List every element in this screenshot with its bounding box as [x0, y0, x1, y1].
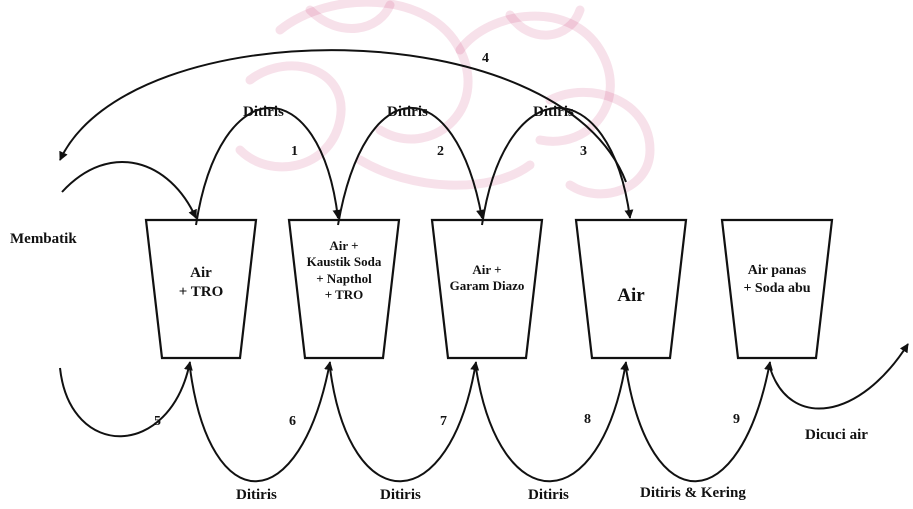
bath-2-label: Air + Kaustik Soda + Napthol + TRO: [306, 238, 382, 302]
arrow-8: [475, 361, 630, 483]
arrow-6: [189, 361, 333, 483]
step-number-4: 4: [482, 51, 489, 66]
arrow-5: [59, 361, 193, 438]
arrow-7: [329, 361, 480, 483]
top-label-3: Ditiris: [533, 104, 574, 120]
arrow-membatik-to-bath-1: [61, 160, 197, 219]
bottom-label-2: Ditiris: [380, 487, 421, 503]
arrow-2: [337, 106, 485, 226]
bath-5-label: Air panas + Soda abu: [743, 263, 811, 296]
step-number-8: 8: [584, 412, 591, 427]
step-number-5: 5: [154, 414, 161, 429]
bath-3-label: Air + Garam Diazo: [449, 262, 525, 294]
step-number-1: 1: [291, 144, 298, 159]
step-number-3: 3: [580, 144, 587, 159]
bath-1-container: [144, 218, 258, 360]
step-number-2: 2: [437, 144, 444, 159]
step-number-6: 6: [289, 414, 296, 429]
arrow-1: [195, 107, 342, 226]
bath-4-container: [574, 218, 688, 360]
arrow-4: [59, 49, 627, 183]
end-label-dicuci-air: Dicuci air: [805, 427, 868, 443]
start-label-membatik: Membatik: [10, 231, 77, 247]
bath-1-label: Air + TRO: [178, 265, 224, 300]
bath-3-container: [430, 218, 544, 360]
watermark-ornament: [235, 0, 655, 199]
bath-5-container: [720, 218, 834, 360]
bath-2-container: [287, 218, 401, 360]
arrow-3: [481, 107, 634, 226]
bottom-label-1: Ditiris: [236, 487, 277, 503]
bottom-label-3: Ditiris: [528, 487, 569, 503]
bottom-label-4: Ditiris & Kering: [640, 485, 746, 501]
top-label-1: Ditiris: [243, 104, 284, 120]
bath-4-label: Air: [617, 285, 645, 306]
step-number-9: 9: [733, 412, 740, 427]
arrow-to-dicuci: [769, 343, 909, 410]
step-number-7: 7: [440, 414, 447, 429]
top-label-2: Ditiris: [387, 104, 428, 120]
arrow-9: [625, 361, 773, 483]
